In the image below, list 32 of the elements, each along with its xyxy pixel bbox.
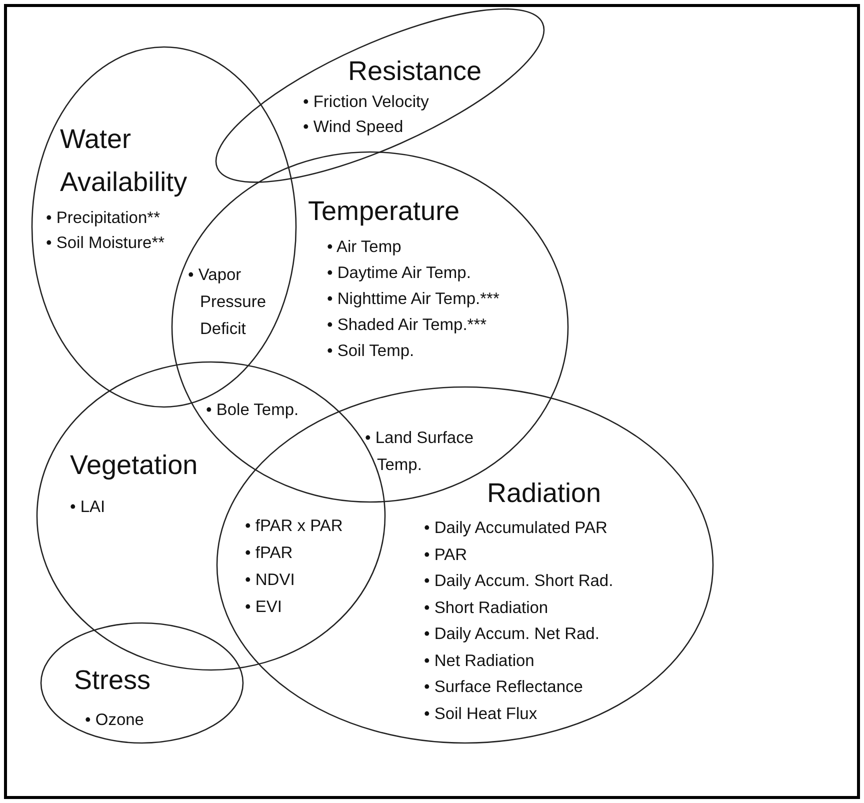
list-item: • PAR [424, 544, 468, 564]
list-item: • Net Radiation [424, 650, 534, 670]
list-item: • Precipitation** [46, 208, 160, 228]
list-item: • EVI [245, 597, 282, 617]
list-item: • Friction Velocity [302, 92, 429, 112]
list-item: • Daily Accum. Short Rad. [424, 571, 614, 591]
list-item: • Short Radiation [424, 598, 548, 618]
list-item: • Soil Moisture** [46, 233, 165, 253]
category-heading: Water Availability [60, 123, 188, 200]
list-item: • Ozone [85, 710, 144, 730]
category-heading: Vegetation [70, 449, 198, 482]
list-item: • Soil Heat Flux [424, 704, 538, 724]
list-item: • Land Surface Temp. [365, 428, 475, 476]
list-item: • Air Temp [327, 237, 402, 257]
list-item: • LAI [70, 497, 106, 517]
list-item: • Surface Reflectance [424, 677, 583, 697]
list-item: • Nighttime Air Temp.*** [327, 289, 500, 309]
list-item: • Daytime Air Temp. [327, 263, 471, 283]
category-heading: Temperature [308, 195, 460, 228]
list-item: • Wind Speed [302, 116, 404, 137]
list-item: • Vapor Pressure Deficit [188, 265, 268, 340]
list-item: • Shaded Air Temp.*** [327, 315, 487, 335]
category-heading: Radiation [487, 477, 602, 510]
category-heading: Resistance [348, 54, 482, 88]
list-item: • Soil Temp. [327, 341, 414, 361]
list-item: • fPAR x PAR [245, 516, 343, 536]
list-item: • fPAR [245, 543, 293, 563]
category-heading: Stress [74, 664, 151, 697]
list-item: • Daily Accumulated PAR [424, 518, 608, 538]
list-item: • Daily Accum. Net Rad. [424, 624, 600, 644]
list-item: • NDVI [245, 570, 295, 590]
list-item: • Bole Temp. [206, 400, 299, 420]
